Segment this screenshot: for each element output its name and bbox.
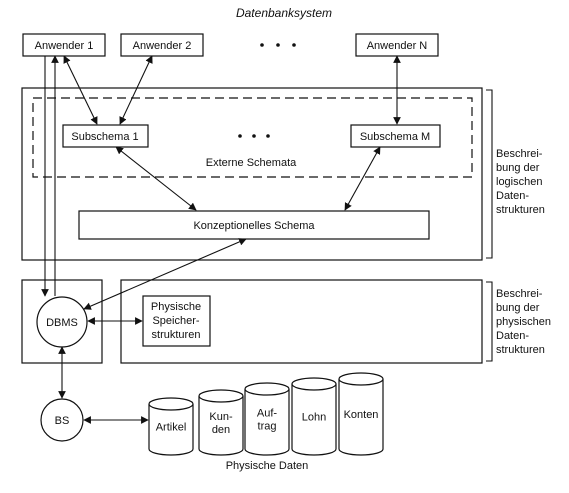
svg-text:Physische: Physische [151,301,201,313]
svg-text:Subschema 1: Subschema 1 [71,131,138,143]
cylinder-label: Lohn [302,412,326,424]
svg-text:bung der: bung der [496,162,540,174]
external-schemata-region [32,97,473,178]
cylinder-artikel: Artikel [148,397,194,456]
svg-text:Konzeptionelles Schema: Konzeptionelles Schema [193,220,315,232]
svg-text:Anwender N: Anwender N [367,40,428,52]
connection-arrows [41,55,401,424]
cylinder-kunden: Kun-den [198,389,244,456]
svg-text:physischen: physischen [496,316,551,328]
subschema-m-box: Subschema M [350,124,441,148]
svg-text:Daten-: Daten- [496,190,529,202]
cylinder-konten: Konten [338,372,384,456]
user-box-1: Anwender 1 [22,33,106,57]
svg-text:Speicher-: Speicher- [152,315,199,327]
cylinder-label: trag [258,421,277,433]
svg-text:strukturen: strukturen [496,204,545,216]
svg-text:logischen: logischen [496,176,542,188]
storage-structures-box: Physische Speicher- strukturen [142,295,211,347]
svg-text:Beschrei-: Beschrei- [496,148,543,160]
physical-data-label: Physische Daten [226,460,309,472]
svg-text:DBMS: DBMS [46,317,78,329]
logical-brace [486,89,493,259]
cylinder-label: Auf- [257,408,278,420]
cylinder-label: Kun- [209,411,233,423]
cylinder-label: Konten [344,409,379,421]
svg-text:BS: BS [55,415,70,427]
svg-text:Daten-: Daten- [496,330,529,342]
svg-text:Subschema M: Subschema M [360,131,430,143]
ellipsis-subschemas [238,134,270,138]
ellipsis-users [260,43,296,47]
cylinder-label: Artikel [156,422,187,434]
conceptual-schema-box: Konzeptionelles Schema [78,210,430,240]
svg-text:Anwender 2: Anwender 2 [133,40,192,52]
diagram-title: Datenbanksystem [236,6,332,20]
logical-structures-caption: Beschrei- bung der logischen Daten- stru… [496,148,545,216]
svg-text:strukturen: strukturen [496,344,545,356]
dbms-node: DBMS [36,296,88,348]
svg-text:bung der: bung der [496,302,540,314]
svg-text:strukturen: strukturen [152,329,201,341]
svg-text:Beschrei-: Beschrei- [496,288,543,300]
physical-brace [486,281,493,362]
physical-structures-caption: Beschrei- bung der physischen Daten- str… [496,288,551,356]
cylinder-auftrag: Auf-trag [244,382,290,456]
user-box-2: Anwender 2 [120,33,204,57]
logical-layer-frame [21,87,483,261]
user-box-n: Anwender N [355,33,439,57]
cylinder-lohn: Lohn [291,377,337,456]
external-schemata-label: Externe Schemata [206,157,297,169]
subschema-1-box: Subschema 1 [62,124,149,148]
os-node: BS [40,398,84,442]
svg-text:Anwender 1: Anwender 1 [35,40,94,52]
cylinder-label: den [212,424,230,436]
